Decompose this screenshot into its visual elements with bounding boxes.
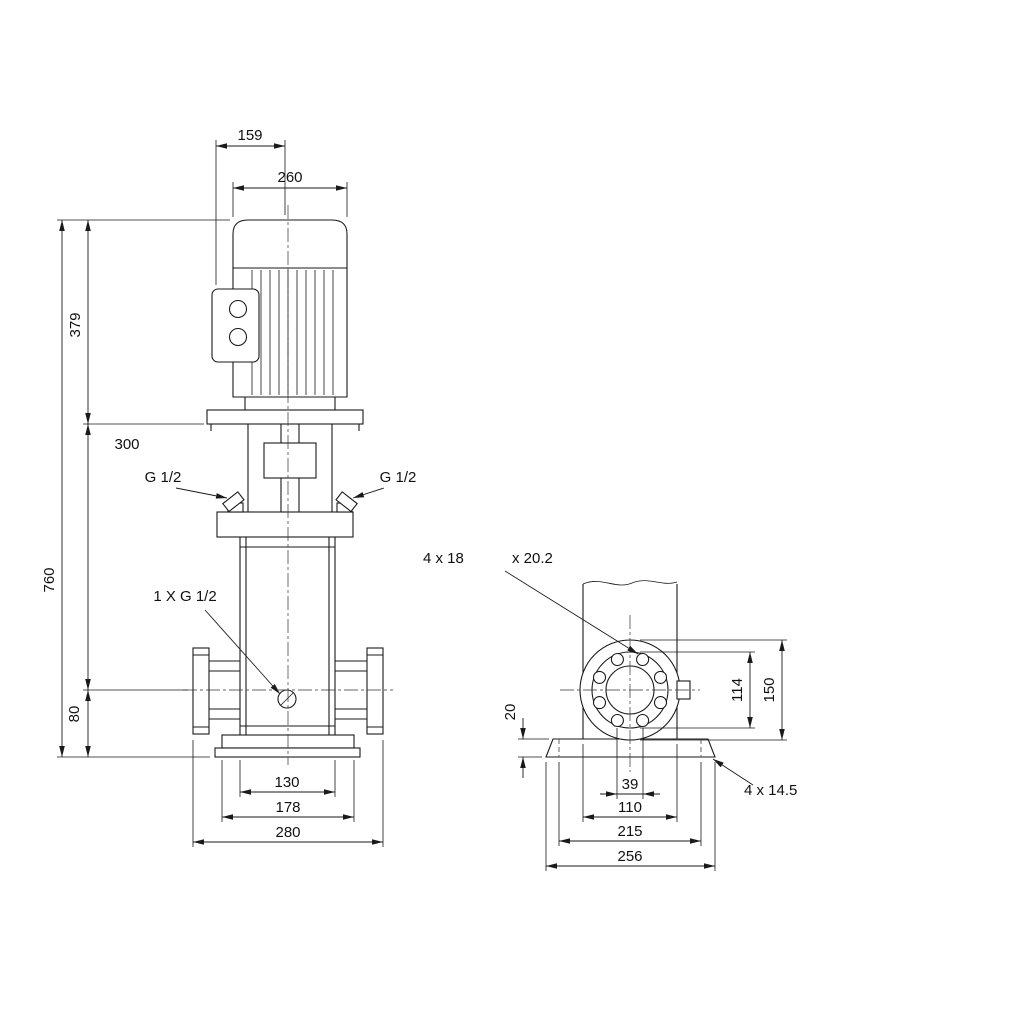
bolt-hole bbox=[653, 670, 668, 684]
front-centerlines bbox=[183, 205, 393, 765]
dim-ext-280 bbox=[192, 740, 384, 847]
base-plate-side bbox=[545, 738, 716, 758]
dim-ext-256 bbox=[545, 762, 716, 871]
dim-label-114: 114 bbox=[729, 678, 746, 702]
flange-holes-depth-label: x 20.2 bbox=[512, 550, 553, 567]
dim-label-178: 178 bbox=[275, 799, 300, 816]
dim-label-20: 20 bbox=[502, 704, 519, 721]
port-label-right-text: G 1/2 bbox=[380, 469, 417, 486]
vent-plug-right bbox=[335, 491, 358, 513]
dim-ext-260 bbox=[232, 182, 348, 217]
dim-motor-depth: 159 bbox=[215, 127, 286, 285]
dim-motor-width: 260 bbox=[232, 169, 348, 217]
flange-holes-label: 4 x 18 bbox=[423, 550, 464, 567]
port-leader-left bbox=[175, 487, 228, 499]
dim-label-760: 760 bbox=[41, 567, 58, 592]
cable-entry-top-icon bbox=[228, 299, 248, 319]
dim-ext-760 bbox=[57, 219, 230, 758]
side-centerlines bbox=[560, 615, 700, 772]
dim-ext-39 bbox=[616, 728, 644, 799]
drain-leader bbox=[204, 609, 281, 695]
discharge-pipe-right bbox=[335, 654, 383, 728]
dim-mid-height: 300 bbox=[83, 424, 188, 691]
dim-motor-height: 379 bbox=[67, 220, 204, 425]
dim-label-256: 256 bbox=[617, 848, 642, 865]
dim-label-39: 39 bbox=[622, 776, 639, 793]
dim-base-length: 256 bbox=[545, 762, 716, 871]
bolt-hole bbox=[592, 670, 607, 684]
dim-label-150: 150 bbox=[761, 677, 778, 702]
terminal-box bbox=[211, 288, 260, 363]
motor-body-outline bbox=[232, 219, 348, 398]
dim-label-280: 280 bbox=[275, 824, 300, 841]
bolt-hole bbox=[610, 713, 624, 728]
dim-label-80: 80 bbox=[66, 706, 83, 723]
dim-label-260: 260 bbox=[277, 169, 302, 186]
port-label-left: G 1/2 bbox=[145, 469, 228, 499]
dim-base-hole-spacing: 215 bbox=[558, 762, 702, 846]
motor-fins bbox=[251, 270, 334, 395]
dim-width-base: 178 bbox=[221, 760, 355, 822]
bolt-hole bbox=[636, 713, 650, 728]
drain-label-text: 1 X G 1/2 bbox=[153, 588, 216, 605]
column-outline bbox=[582, 584, 678, 739]
dim-ext-215 bbox=[558, 762, 702, 846]
base-holes-note: 4 x 14.5 bbox=[712, 758, 797, 799]
chamber-stack bbox=[239, 537, 336, 735]
dim-width-inner: 130 bbox=[239, 760, 336, 797]
dim-label-300: 300 bbox=[114, 436, 139, 453]
motor-neck bbox=[244, 397, 336, 410]
base-holes-label: 4 x 14.5 bbox=[744, 782, 797, 799]
dim-label-159: 159 bbox=[237, 127, 262, 144]
stool-plate-tabs bbox=[210, 424, 360, 431]
bolt-hole bbox=[636, 652, 650, 667]
base-hidden-holes bbox=[558, 739, 702, 757]
cable-entry-bottom-icon bbox=[228, 327, 248, 347]
drain-plug-slot bbox=[280, 692, 294, 706]
dim-base-thickness: 20 bbox=[502, 704, 549, 778]
dim-ext-150 bbox=[640, 639, 787, 741]
pump-head bbox=[216, 511, 354, 538]
dim-label-379: 379 bbox=[67, 312, 84, 337]
dim-flange-diameter: 150 bbox=[640, 639, 787, 741]
dim-ext-159 bbox=[215, 140, 286, 285]
drain-label: 1 X G 1/2 bbox=[153, 588, 281, 695]
dim-port-axis-height: 80 bbox=[66, 690, 91, 757]
dim-label-130: 130 bbox=[274, 774, 299, 791]
dim-total-height: 760 bbox=[41, 219, 230, 758]
vent-plug-left bbox=[222, 491, 245, 513]
base-plate-lower bbox=[214, 747, 361, 758]
discharge-flange-right bbox=[366, 647, 384, 735]
dim-hole-pair-spacing: 39 bbox=[600, 728, 660, 799]
suction-flange-left bbox=[192, 647, 210, 735]
bolt-hole bbox=[653, 696, 668, 710]
suction-pipe-left bbox=[193, 654, 240, 728]
dim-column-width: 110 bbox=[582, 744, 678, 822]
dim-ext-110 bbox=[582, 744, 678, 822]
side-view: 4 x 18 x 20.2 20 114 150 39 bbox=[423, 550, 797, 871]
front-view: 159 260 379 300 80 760 G 1/2 bbox=[41, 127, 416, 847]
dim-ext-178 bbox=[221, 760, 355, 822]
port-label-right: G 1/2 bbox=[352, 469, 417, 499]
base-holes-leader bbox=[712, 758, 754, 786]
dim-label-215: 215 bbox=[617, 823, 642, 840]
dim-ext-114 bbox=[640, 651, 755, 729]
dim-hub-diameter: 114 bbox=[640, 651, 755, 729]
dim-ext-20 bbox=[518, 738, 549, 758]
shaft-coupling bbox=[263, 442, 317, 479]
motor-stool-plate bbox=[206, 409, 364, 425]
column-break-line bbox=[582, 580, 678, 586]
port-leader-right bbox=[352, 487, 385, 499]
flange-holes-note: 4 x 18 x 20.2 bbox=[423, 550, 639, 655]
port-label-left-text: G 1/2 bbox=[145, 469, 182, 486]
bolt-hole bbox=[610, 652, 624, 667]
flange-holes-leader bbox=[504, 570, 639, 655]
dim-label-110: 110 bbox=[618, 799, 642, 816]
bolt-hole bbox=[592, 696, 607, 710]
lantern-columns bbox=[247, 424, 333, 512]
dim-width-flanges: 280 bbox=[192, 740, 384, 847]
